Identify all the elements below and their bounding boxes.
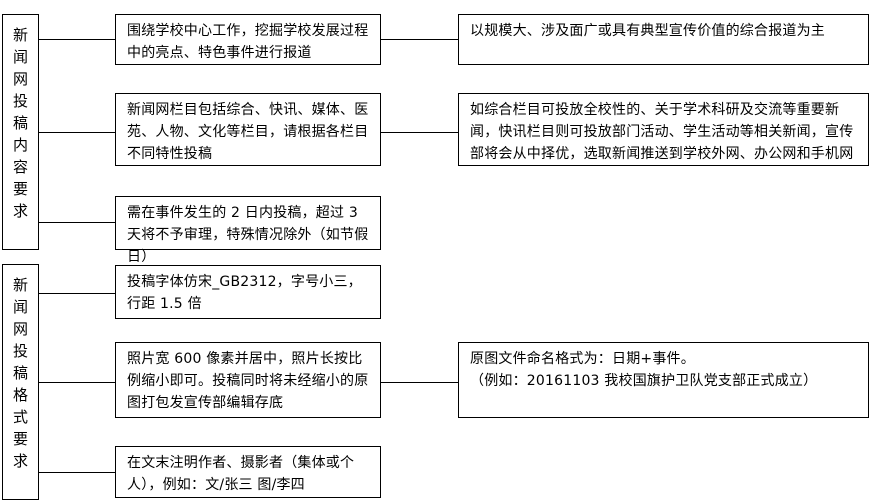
content-item-2: 新闻网栏目包括综合、快讯、媒体、医苑、人物、文化等栏目，请根据各栏目不同特性投稿 <box>115 93 381 166</box>
connector <box>381 39 458 40</box>
connector <box>381 382 458 383</box>
connector <box>38 39 115 40</box>
content-item-3: 需在事件发生的 2 日内投稿，超过 3 天将不予审理，特殊情况除外（如节假日） <box>115 196 381 265</box>
category-char: 新 <box>12 26 28 44</box>
category-char: 投 <box>12 92 28 110</box>
category-char: 闻 <box>12 48 28 66</box>
detail-line: （例如：20161103 我校国旗护卫队党支部正式成立） <box>470 373 818 389</box>
category-char: 格 <box>12 386 28 404</box>
category-char: 网 <box>12 70 28 88</box>
connector <box>38 472 115 473</box>
category-char: 稿 <box>12 364 28 382</box>
category-format-requirements: 新 闻 网 投 稿 格 式 要 求 <box>2 264 39 500</box>
format-item-2: 照片宽 600 像素并居中，照片长按比例缩小即可。投稿同时将未经缩小的原图打包发… <box>115 342 381 418</box>
connector <box>381 132 458 133</box>
connector <box>38 382 115 383</box>
category-char: 求 <box>12 202 28 220</box>
category-char: 式 <box>12 408 28 426</box>
category-char: 容 <box>12 158 28 176</box>
category-char: 内 <box>12 136 28 154</box>
format-item-1: 投稿字体仿宋_GB2312，字号小三，行距 1.5 倍 <box>115 265 381 319</box>
category-char: 新 <box>12 276 28 294</box>
format-detail-2: 原图文件命名格式为：日期+事件。 （例如：20161103 我校国旗护卫队党支部… <box>458 342 869 418</box>
category-char: 闻 <box>12 298 28 316</box>
category-char: 稿 <box>12 114 28 132</box>
category-char: 要 <box>12 430 28 448</box>
connector <box>38 132 115 133</box>
connector <box>38 222 115 223</box>
content-item-1: 围绕学校中心工作，挖掘学校发展过程中的亮点、特色事件进行报道 <box>115 14 381 65</box>
format-item-3: 在文末注明作者、摄影者（集体或个人），例如：文/张三 图/李四 <box>115 446 381 498</box>
category-content-requirements: 新 闻 网 投 稿 内 容 要 求 <box>2 14 39 250</box>
connector <box>38 293 115 294</box>
category-char: 网 <box>12 320 28 338</box>
content-detail-1: 以规模大、涉及面广或具有典型宣传价值的综合报道为主 <box>458 14 869 65</box>
content-detail-2: 如综合栏目可投放全校性的、关于学术科研及交流等重要新闻，快讯栏目则可投放部门活动… <box>458 93 869 166</box>
category-char: 要 <box>12 180 28 198</box>
category-char: 投 <box>12 342 28 360</box>
category-char: 求 <box>12 452 28 470</box>
detail-line: 原图文件命名格式为：日期+事件。 <box>470 351 695 367</box>
